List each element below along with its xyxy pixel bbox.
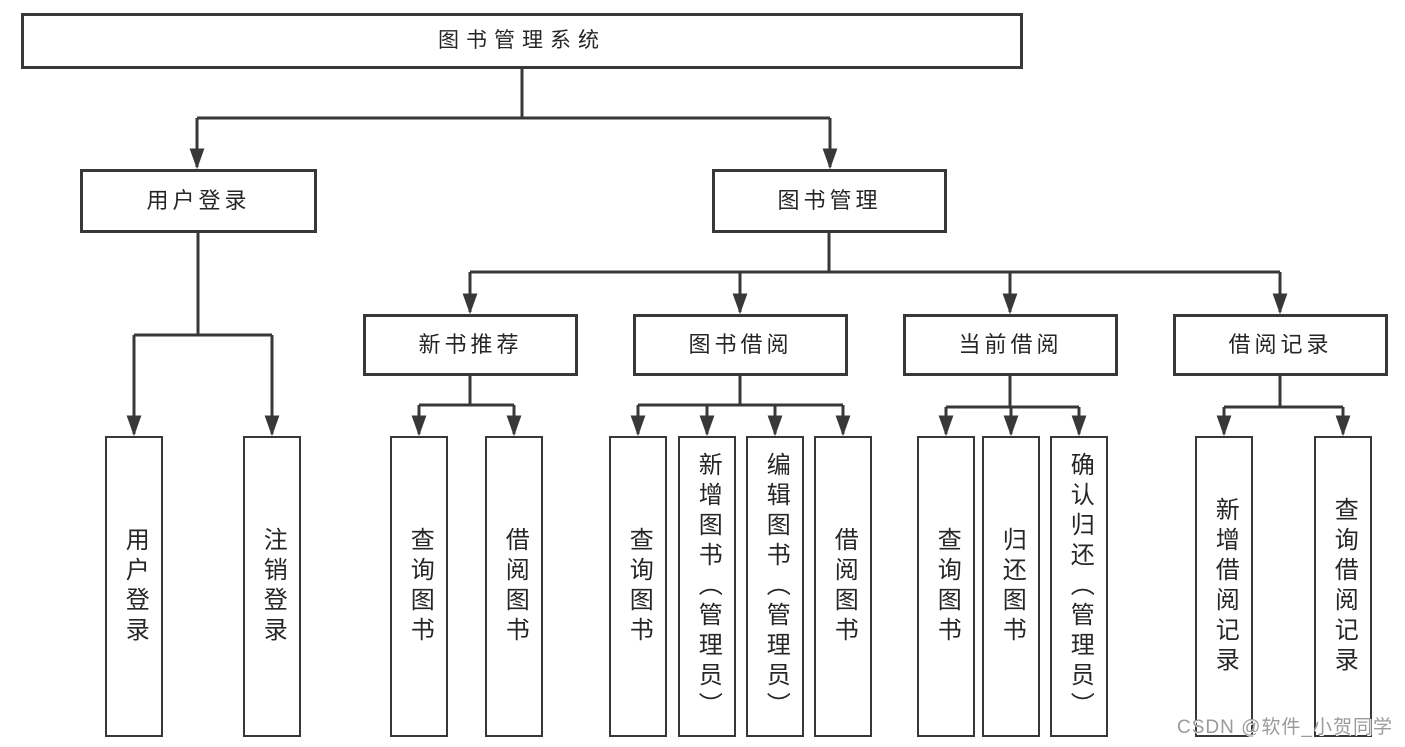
leaf-query-books-current: 查询图书 [917, 436, 975, 737]
leaf-label: 借阅图书 [501, 526, 529, 647]
leaf-add-borrow-record: 新增借阅记录 [1195, 436, 1253, 737]
node-borrow-records: 借阅记录 [1173, 314, 1388, 376]
leaf-add-book-admin: 新增图书（管理员） [678, 436, 736, 737]
leaf-label: 确认归还（管理员） [1066, 451, 1094, 722]
leaf-query-books-borrow: 查询图书 [609, 436, 667, 737]
leaf-borrow-books-recommend: 借阅图书 [485, 436, 543, 737]
leaf-label: 新增借阅记录 [1211, 496, 1239, 677]
leaf-label: 归还图书 [998, 526, 1026, 647]
leaf-query-books-recommend: 查询图书 [390, 436, 448, 737]
leaf-label: 新增图书（管理员） [694, 451, 722, 722]
node-current-borrow: 当前借阅 [903, 314, 1118, 376]
leaf-label: 查询图书 [933, 526, 961, 647]
node-user-login: 用户登录 [80, 169, 317, 233]
node-book-borrow: 图书借阅 [633, 314, 848, 376]
leaf-user-login: 用户登录 [105, 436, 163, 737]
leaf-label: 查询借阅记录 [1330, 496, 1358, 677]
leaf-label: 编辑图书（管理员） [762, 451, 790, 722]
leaf-label: 用户登录 [121, 526, 149, 647]
leaf-label: 查询图书 [625, 526, 653, 647]
leaf-label: 查询图书 [406, 526, 434, 647]
leaf-borrow-books: 借阅图书 [814, 436, 872, 737]
leaf-label: 借阅图书 [830, 526, 858, 647]
node-book-management: 图书管理 [712, 169, 947, 233]
leaf-label: 注销登录 [259, 526, 287, 647]
csdn-watermark: CSDN @软件_小贺同学 [1177, 717, 1393, 738]
node-root-system: 图书管理系统 [21, 13, 1023, 69]
leaf-return-book: 归还图书 [982, 436, 1040, 737]
node-new-book-recommend: 新书推荐 [363, 314, 578, 376]
leaf-query-borrow-record: 查询借阅记录 [1314, 436, 1372, 737]
leaf-confirm-return-admin: 确认归还（管理员） [1050, 436, 1108, 737]
leaf-edit-book-admin: 编辑图书（管理员） [746, 436, 804, 737]
leaf-logout: 注销登录 [243, 436, 301, 737]
